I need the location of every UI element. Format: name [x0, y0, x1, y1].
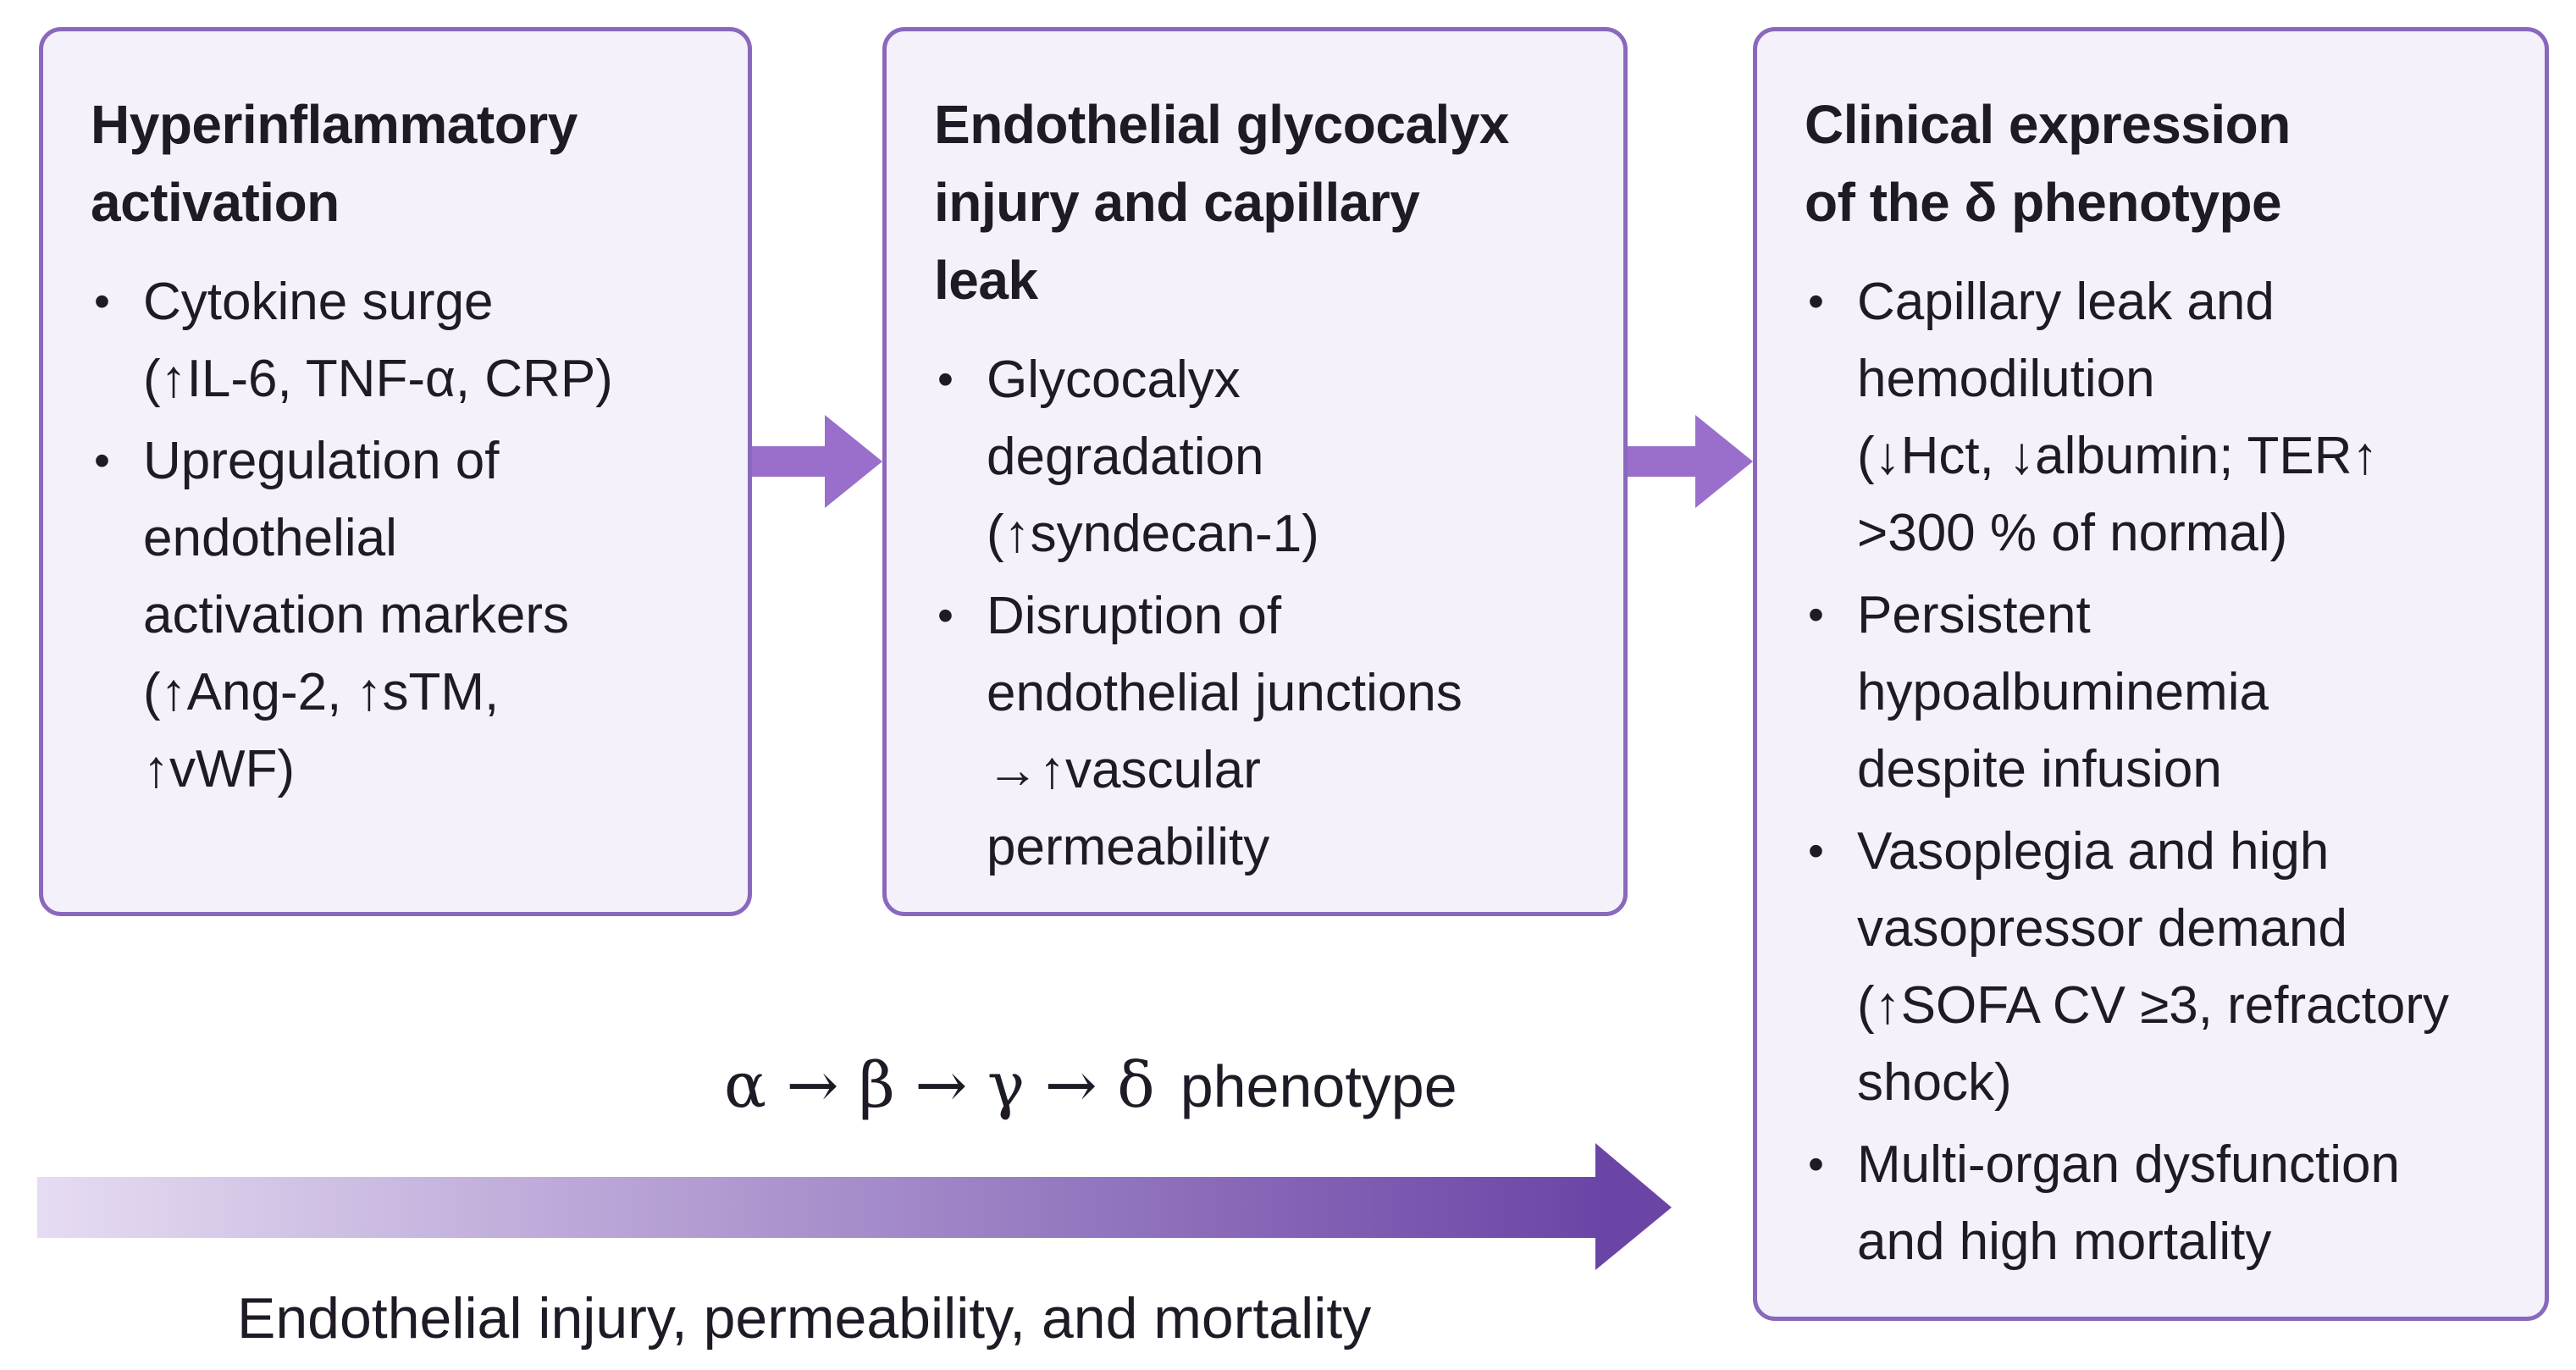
- phenotype-progression-label: α → β → γ → δ phenotype: [724, 1043, 1457, 1129]
- bullet-item: • Upregulation of endothelial activation…: [91, 423, 700, 808]
- bullet-item: • Glycocalyx degradation (↑syndecan-1): [934, 341, 1576, 572]
- stage-box-hyperinflammatory: Hyperinflammatory activation • Cytokine …: [39, 27, 752, 916]
- stage-title: Hyperinflammatory activation: [91, 94, 578, 233]
- bullet-dot-icon: •: [94, 276, 110, 327]
- bottom-caption: Endothelial injury, permeability, and mo…: [237, 1286, 1372, 1351]
- bullet-item: • Persistent hypoalbuminemia despite inf…: [1805, 577, 2497, 808]
- gradient-progression-arrow-icon: [37, 1143, 1672, 1270]
- bullet-dot-icon: •: [1808, 276, 1824, 327]
- stage-title: Endothelial glycocalyx injury and capill…: [934, 94, 1510, 311]
- bullet-dot-icon: •: [94, 435, 110, 486]
- bullet-text: Persistent hypoalbuminemia despite infus…: [1857, 586, 2269, 798]
- bullet-item: • Cytokine surge (↑IL-6, TNF-α, CRP): [91, 263, 700, 417]
- bullet-item: • Disruption of endothelial junctions →↑…: [934, 577, 1576, 886]
- bullet-dot-icon: •: [1808, 589, 1824, 640]
- bullet-text: Glycocalyx degradation (↑syndecan-1): [987, 351, 1319, 563]
- bullet-text: Upregulation of endothelial activation m…: [143, 432, 570, 798]
- right-arrow-icon: [1628, 415, 1753, 508]
- phenotype-sequence: α → β → γ → δ: [724, 1049, 1155, 1122]
- bullet-text: Disruption of endothelial junctions →↑va…: [987, 587, 1462, 876]
- bullet-text: Multi-organ dysfunction and high mortali…: [1857, 1135, 2400, 1271]
- stage-title: Clinical expression of the δ phenotype: [1805, 94, 2291, 233]
- bullet-item: • Multi-organ dysfunction and high morta…: [1805, 1126, 2497, 1280]
- bullet-item: • Vasoplegia and high vasopressor demand…: [1805, 813, 2497, 1121]
- stage-box-glycocalyx-injury: Endothelial glycocalyx injury and capill…: [882, 27, 1628, 916]
- bullet-dot-icon: •: [937, 354, 954, 405]
- bullet-dot-icon: •: [1808, 826, 1824, 876]
- phenotype-suffix: phenotype: [1180, 1053, 1457, 1119]
- bullet-text: Capillary leak and hemodilution (↓Hct, ↓…: [1857, 273, 2379, 562]
- right-arrow-icon: [752, 415, 882, 508]
- stage-bullet-list: • Cytokine surge (↑IL-6, TNF-α, CRP) • U…: [91, 263, 700, 808]
- bullet-text: Cytokine surge (↑IL-6, TNF-α, CRP): [143, 273, 613, 408]
- bullet-dot-icon: •: [1808, 1139, 1824, 1190]
- stage-bullet-list: • Capillary leak and hemodilution (↓Hct,…: [1805, 263, 2497, 1280]
- stage-box-clinical-expression: Clinical expression of the δ phenotype •…: [1753, 27, 2549, 1321]
- bullet-item: • Capillary leak and hemodilution (↓Hct,…: [1805, 263, 2497, 572]
- stage-bullet-list: • Glycocalyx degradation (↑syndecan-1) •…: [934, 341, 1576, 886]
- bullet-text: Vasoplegia and high vasopressor demand (…: [1857, 822, 2449, 1112]
- bullet-dot-icon: •: [937, 590, 954, 641]
